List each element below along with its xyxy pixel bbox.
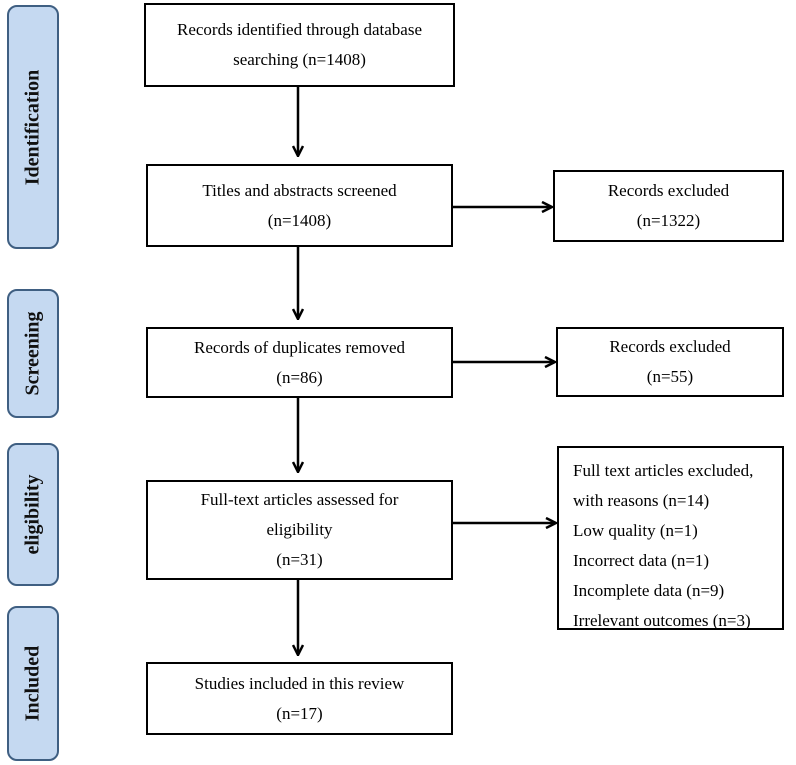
reason-incorrect-data: Incorrect data (n=1) xyxy=(573,551,710,570)
box-included-line2: (n=17) xyxy=(276,703,323,723)
box-titles-abstracts-screened: Titles and abstracts screened (n=1408) xyxy=(146,164,453,247)
box-included-line1: Studies included in this review xyxy=(194,673,405,693)
box-fulltext-assessed: Full-text articles assessed for eligibil… xyxy=(146,480,453,580)
reason-irrelevant-outcomes: Irrelevant outcomes (n=3) xyxy=(573,611,751,630)
stage-eligibility-label: eligibility xyxy=(7,443,59,586)
box-screened-line2: (n=1408) xyxy=(267,210,332,230)
box-fulltext-line1: Full-text articles assessed for xyxy=(200,490,399,509)
box-duplicates-line1: Records of duplicates removed xyxy=(193,337,405,357)
box-excluded1-line2: (n=1322) xyxy=(636,211,701,230)
box-duplicates-removed: Records of duplicates removed (n=86) xyxy=(146,327,453,398)
box-records-excluded-1: Records excluded (n=1322) xyxy=(553,170,784,242)
stage-screening-label: Screening xyxy=(7,289,59,418)
box-fulltext-line2: eligibility xyxy=(266,520,333,539)
box-duplicates-line2: (n=86) xyxy=(276,367,323,387)
box-excluded3-line1: Full text articles excluded, xyxy=(573,461,754,480)
box-records-identified: Records identified through database sear… xyxy=(144,3,455,87)
box-records-identified-line1: Records identified through database xyxy=(176,20,422,39)
box-excluded2-line1: Records excluded xyxy=(609,337,731,356)
stage-identification-label: Identification xyxy=(7,5,59,249)
box-studies-included: Studies included in this review (n=17) xyxy=(146,662,453,735)
box-excluded3-line2: with reasons (n=14) xyxy=(573,491,710,510)
box-fulltext-excluded: Full text articles excluded, with reason… xyxy=(557,446,784,630)
box-records-excluded-2: Records excluded (n=55) xyxy=(556,327,784,397)
box-screened-line1: Titles and abstracts screened xyxy=(202,180,397,200)
box-excluded1-line1: Records excluded xyxy=(607,181,730,200)
box-records-identified-line2: searching (n=1408) xyxy=(233,50,366,69)
reason-incomplete-data: Incomplete data (n=9) xyxy=(573,581,725,600)
reason-low-quality: Low quality (n=1) xyxy=(573,521,698,540)
stage-included-label: Included xyxy=(7,606,59,761)
box-excluded2-line2: (n=55) xyxy=(646,367,694,386)
box-fulltext-line3: (n=31) xyxy=(276,550,323,569)
